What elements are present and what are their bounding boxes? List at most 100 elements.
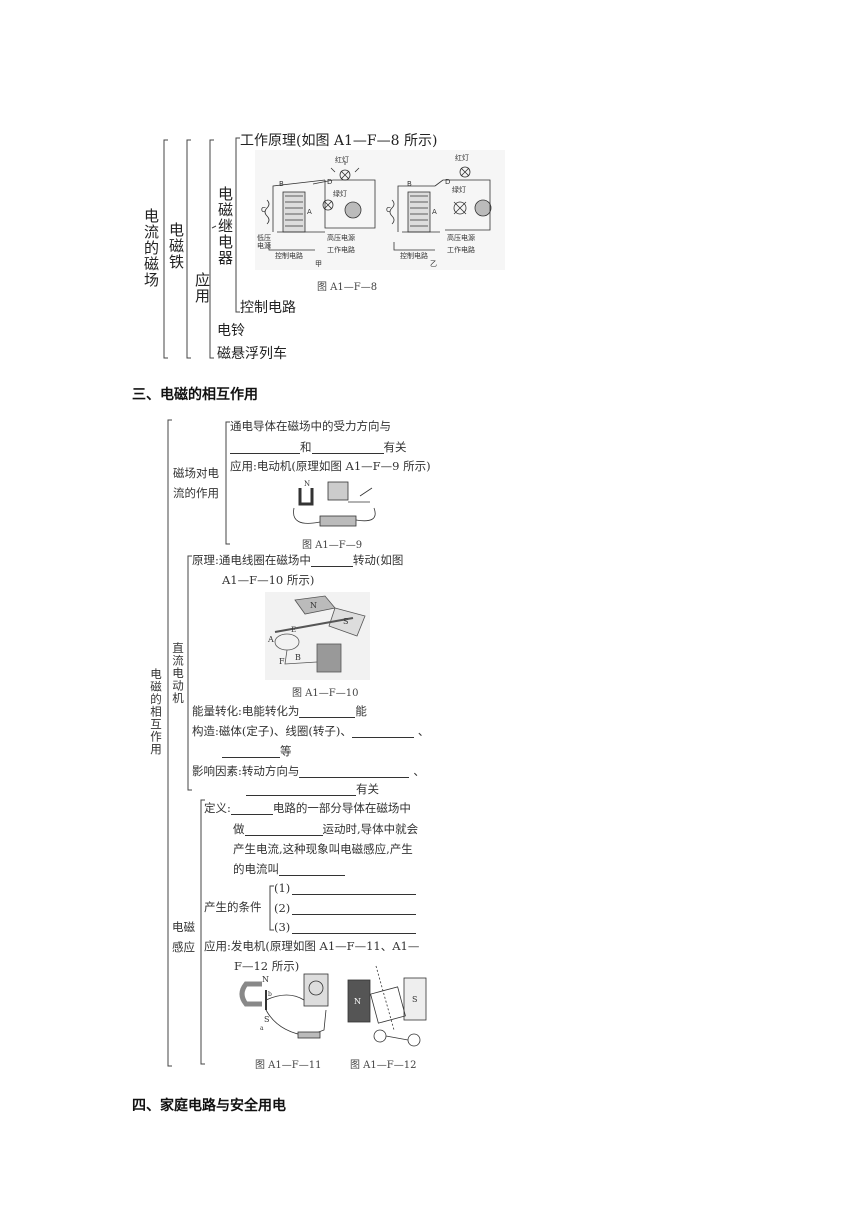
force-label-2: 流的作用 [173,486,219,500]
work-principle: 工作原理(如图 A1—F—8 所示) [240,133,438,149]
svg-text:S: S [264,1015,269,1024]
level1-label: 电流的磁场 [142,208,160,288]
level2-label: 电磁铁 [167,222,185,270]
fig8-red-left: 红灯 [335,155,349,164]
top-brace-lines [163,137,240,359]
svg-text:F: F [279,657,285,666]
induction-blank-1[interactable] [230,803,273,815]
bell: 电铃 [217,323,245,339]
induction-def-d: 运动时,导体中就会 [322,822,419,836]
motor-blank-5[interactable] [299,766,410,778]
interaction-root-label: 电磁的相互作用 [149,668,163,756]
motor-principle-b: 转动(如图 [352,553,404,567]
motor-blank-4[interactable] [222,746,280,758]
induction-cond-label: 产生的条件 [204,900,262,914]
induction-def-b: 电路的一部分导体在磁场中 [272,801,411,815]
motor-structure-1: 构造:磁体(定子)、线圈(转子)、、 [192,724,429,738]
fig8-C-right: C [386,206,391,214]
svg-text:E: E [291,626,296,634]
fig8-caption: 图 A1—F—8 [317,282,378,293]
induction-cond-3: (3) [274,920,417,934]
induction-def-1: 定义: 电路的一部分导体在磁场中 [204,801,411,815]
motor-energy-b: 能 [355,704,367,718]
induction-def-a: 定义: [204,801,231,815]
motor-blank-6[interactable] [246,784,356,796]
generator-figure-11: N S b a [239,973,329,1039]
motor-blank-1[interactable] [310,555,353,567]
motor-blank-3[interactable] [351,726,414,738]
fig8-work-right: 工作电路 [447,245,475,254]
induction-label-1: 电磁 [172,920,195,934]
motor-principle-2: A1—F—10 所示) [222,573,315,587]
induction-blank-3[interactable] [279,864,345,876]
fig8-B-right: B [407,180,412,188]
induction-app-2: F—12 所示) [234,959,300,973]
motor-factor-a: 影响因素:转动方向与 [192,764,300,778]
cond-2-num: (2) [274,901,291,915]
fig8-A-right: A [432,208,437,216]
svg-text:b: b [268,991,272,998]
control-circuit: 控制电路 [240,300,296,316]
svg-text:N: N [304,480,310,488]
induction-def-3: 产生电流,这种现象叫电磁感应,产生 [233,842,413,856]
fig8-B-left: B [279,180,284,188]
svg-text:a: a [260,1025,264,1032]
fig8-power-left: 电源 [257,241,271,250]
maglev: 磁悬浮列车 [217,346,287,362]
cond-1-num: (1) [274,881,291,895]
fig8-green-right: 绿灯 [452,185,466,194]
motor-figure-9: N [293,480,376,527]
force-blank-2[interactable] [311,442,384,454]
fig9-caption: 图 A1—F—9 [302,540,363,551]
induction-def-f: 的电流叫 [233,862,279,876]
motor-energy-a: 能量转化:电能转化为 [192,704,300,718]
cond-blank-3[interactable] [292,922,417,934]
motor-blank-2[interactable] [299,706,356,718]
fig8-hv-left: 高压电源 [327,233,355,242]
force-line1: 通电导体在磁场中的受力方向与 [230,419,391,433]
force-related: 有关 [383,440,407,454]
fig8-D-left: D [327,178,332,186]
svg-text:B: B [295,653,301,662]
force-app: 应用:电动机(原理如图 A1—F—9 所示) [230,459,431,473]
fig8-jia: 甲 [315,260,322,268]
motor-label: 直流电动机 [171,642,185,705]
motor-factor-2: 有关 [246,782,379,796]
force-blank-1[interactable] [230,442,300,454]
svg-text:S: S [343,617,348,626]
motor-principle-1: 原理:通电线圈在磁场中转动(如图 [192,553,403,567]
force-label-1: 磁场对电 [173,466,219,480]
induction-label-2: 感应 [172,940,195,954]
svg-text:N: N [262,975,269,984]
induction-app-1: 应用:发电机(原理如图 A1—F—11、A1— [204,939,420,953]
fig8-D-right: D [445,178,450,186]
fig8-yi: 乙 [430,260,437,268]
fig10-caption: 图 A1—F—10 [292,688,359,699]
motor-energy: 能量转化:电能转化为 能 [192,704,367,718]
fig12-caption: 图 A1—F—12 [350,1060,417,1071]
fig8-red-right: 红灯 [455,153,469,162]
fig8-control-right: 控制电路 [400,251,428,260]
section4-heading: 四、家庭电路与安全用电 [132,1098,286,1114]
svg-text:N: N [310,601,317,610]
motor-comma-1: 、 [417,724,430,738]
motor-related: 有关 [356,782,379,796]
motor-structure-2: 等 [222,744,292,758]
induction-cond-1: (1) [274,881,417,895]
motor-figure-10: N S A E F B [265,592,370,680]
induction-def-c: 做 [233,822,245,836]
svg-text:A: A [267,635,274,644]
fig8-hv-right: 高压电源 [447,233,475,242]
fig11-caption: 图 A1—F—11 [255,1060,322,1071]
force-line2: 和有关 [230,440,407,454]
cond-blank-1[interactable] [292,883,417,895]
motor-deng: 等 [280,744,292,758]
induction-blank-2[interactable] [244,824,323,836]
relay-label: 电磁继电器 [216,186,234,266]
fig8-work-left: 工作电路 [327,245,355,254]
fig8-A-left: A [307,208,312,216]
svg-text:N: N [354,997,361,1006]
induction-def-4: 的电流叫 [233,862,345,876]
cond-blank-2[interactable] [292,903,417,915]
